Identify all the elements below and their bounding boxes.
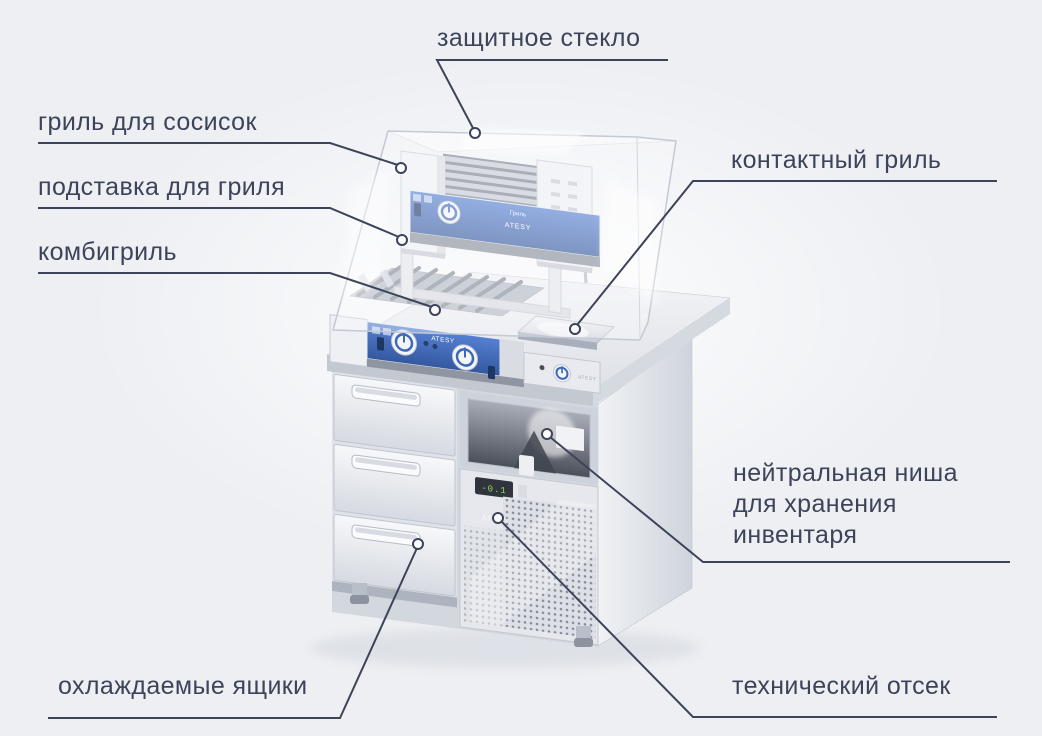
- leader-technical-compartment: [501, 521, 997, 718]
- hot-dog-rollers: [443, 155, 539, 206]
- niche-container: [519, 454, 534, 477]
- label-neutral-niche-line2: для хранения: [733, 490, 897, 518]
- leader-protective-glass: [435, 59, 668, 131]
- hot-dog-grill: Гриль ATESY: [400, 150, 601, 274]
- contact-grill-knob: [553, 364, 571, 383]
- label-neutral-niche-line1: нейтральная ниша: [733, 459, 958, 487]
- technical-compartment-front: -0.1 ATESY: [459, 468, 599, 646]
- marker-neutral-niche: [541, 428, 553, 440]
- cooled-drawer-unit: [332, 370, 457, 608]
- leader-neutral-niche: [549, 436, 1010, 563]
- glass-hood: [332, 128, 677, 341]
- leader-lines: [38, 59, 1010, 719]
- hot-dog-caption-text: Гриль: [510, 210, 526, 218]
- leader-contact-grill: [576, 180, 997, 326]
- niche-box: [556, 425, 584, 452]
- leader-markers: [395, 127, 581, 550]
- ventilation-grille-left: [464, 525, 506, 627]
- combi-switch-right: [488, 365, 495, 380]
- cabinet-legs: [350, 583, 593, 647]
- combi-knob-right: [452, 344, 478, 371]
- label-neutral-niche: нейтральная ниша для хранения инвентаря: [733, 458, 958, 551]
- marker-grill-stand: [396, 234, 408, 246]
- combi-knob-left: [391, 329, 417, 356]
- bun-rail: [380, 269, 394, 288]
- label-technical-compartment: технический отсек: [732, 672, 951, 700]
- label-cooled-drawers: охлаждаемые ящики: [58, 672, 308, 700]
- panel-sheen: [470, 499, 596, 627]
- leader-grill-stand: [38, 207, 400, 238]
- label-grill-stand: подставка для гриля: [38, 173, 286, 201]
- label-neutral-niche-line3: инвентаря: [733, 521, 858, 549]
- label-sausage-grill: гриль для сосисок: [38, 108, 257, 136]
- hood-highlight-left: [342, 165, 392, 305]
- marker-contact-grill: [569, 323, 581, 335]
- base-cabinet: -0.1 ATESY: [332, 335, 693, 647]
- hood-highlight-top: [460, 128, 585, 155]
- contact-grill-indicator: [539, 365, 545, 371]
- hot-dog-knob: [437, 200, 461, 224]
- leader-sausage-grill: [38, 142, 399, 166]
- temperature-display: [475, 477, 513, 499]
- hood-highlight-right: [604, 175, 660, 305]
- marker-sausage-grill: [395, 162, 407, 174]
- marker-protective-glass: [469, 127, 481, 139]
- combi-switch-left: [377, 337, 384, 351]
- drawer-handles: [351, 384, 421, 547]
- temperature-display-value: -0.1: [481, 482, 507, 496]
- contact-grill-brand-text: ATESY: [578, 374, 597, 382]
- label-contact-grill: контактный гриль: [731, 146, 942, 174]
- marker-cooled-drawers: [412, 538, 424, 550]
- display-button: [518, 484, 527, 499]
- ventilation-grille: [503, 496, 596, 639]
- label-protective-glass: защитное стекло: [437, 24, 641, 52]
- marker-technical-compartment: [492, 512, 504, 524]
- combi-brand-text: ATESY: [431, 335, 454, 345]
- neutral-niche: [460, 390, 598, 485]
- hot-dog-brand-text: ATESY: [505, 222, 531, 232]
- marker-combi-grill: [429, 304, 441, 316]
- hot-dog-switch: [414, 202, 421, 217]
- label-combi-grill: комбигриль: [38, 238, 177, 266]
- leader-combi-grill: [38, 272, 433, 308]
- leader-cooled-drawers: [48, 547, 418, 719]
